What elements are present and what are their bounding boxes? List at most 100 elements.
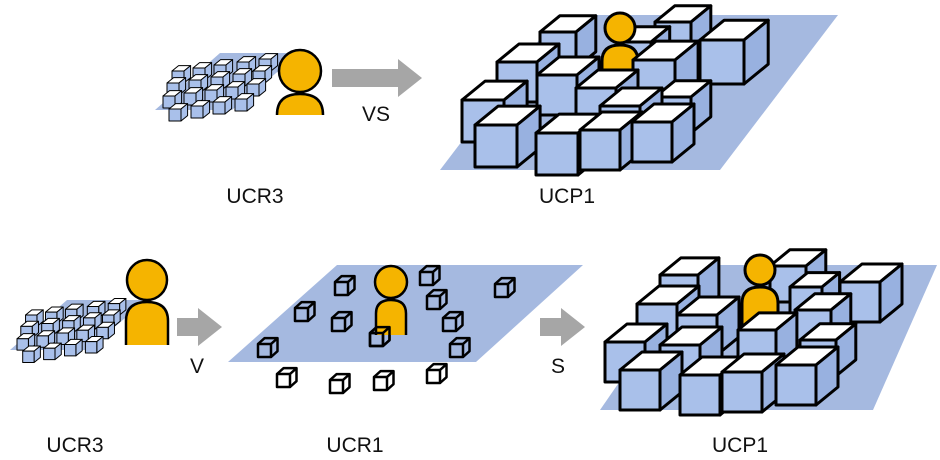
cube-front-face [425, 368, 442, 385]
cube-icon [168, 103, 189, 122]
cube-icon [246, 78, 267, 97]
cube-edge [382, 326, 391, 334]
cube-front-face [275, 372, 292, 389]
small-cube-icon [441, 310, 464, 333]
cube-front-face [535, 73, 579, 117]
cube-front-face [212, 101, 226, 115]
small-cube-icon [425, 288, 448, 311]
person-head [373, 264, 409, 300]
cube-front-face [36, 335, 49, 348]
cube-front-face [618, 368, 662, 412]
cube-icon [36, 330, 56, 348]
bottom-left-label: UCR3 [46, 434, 104, 457]
cube-front-face [448, 342, 465, 359]
cube-edge [307, 301, 316, 309]
cube-edge [455, 311, 464, 319]
cube-front-face [698, 38, 746, 86]
cube-icon [774, 345, 840, 407]
cube-icon [190, 100, 211, 119]
cube-icon [84, 335, 104, 354]
cube-edge [344, 311, 353, 319]
cube-front-face [333, 280, 350, 297]
person-body-outline [275, 92, 325, 116]
cube-front-face [493, 282, 510, 299]
cube-edge [439, 363, 448, 371]
cube-front-face [330, 316, 347, 333]
cube-front-face [720, 370, 764, 414]
person-icon [124, 258, 170, 345]
cube-front-face [328, 378, 345, 395]
cube-front-face [441, 316, 458, 333]
arrow-icon [332, 59, 422, 97]
person-head [277, 48, 323, 94]
small-cube-icon [448, 336, 471, 359]
small-cube-icon [425, 362, 448, 385]
cube-edge [347, 275, 356, 283]
small-cube-icon [368, 325, 391, 348]
cube-front-face [630, 120, 674, 164]
cube-front-face [578, 128, 622, 172]
small-cube-icon [293, 300, 316, 323]
person-icon [275, 48, 325, 116]
cube-front-face [293, 306, 310, 323]
person-body-outline [124, 300, 170, 345]
person-body-outline [740, 285, 780, 330]
cube-front-face [22, 350, 35, 364]
person-head [603, 11, 637, 45]
person-head [125, 258, 169, 302]
cube-front-face [256, 342, 273, 359]
arrow-icon [540, 308, 585, 346]
small-cube-icon [372, 369, 395, 392]
cube-front-face [64, 343, 77, 357]
cube-front-face [372, 375, 389, 392]
cube-front-face [473, 123, 519, 169]
cube-front-face [16, 338, 29, 351]
cube-icon [96, 321, 115, 340]
arrow-icon [177, 308, 222, 346]
cube-front-face [418, 270, 435, 287]
cube-icon [212, 96, 233, 115]
cube-front-face [168, 108, 182, 122]
cube-icon [22, 345, 41, 364]
cube-front-face [774, 363, 818, 407]
small-cube-icon [328, 372, 351, 395]
small-cube-icon [330, 310, 353, 333]
cube-front-face [43, 347, 56, 361]
cube-icon [102, 309, 121, 327]
cube-icon [43, 342, 62, 361]
small-cube-icon [418, 264, 441, 287]
cube-edge [342, 373, 351, 381]
cube-front-face [534, 131, 580, 177]
cube-icon [213, 59, 234, 78]
small-cube-icon [333, 274, 356, 297]
cube-front-face [56, 332, 69, 345]
cube-edge [507, 277, 516, 285]
cube-front-face [204, 89, 218, 103]
cube-front-face [368, 331, 385, 348]
cube-icon [698, 18, 770, 86]
person-body-outline [374, 298, 408, 335]
cube-edge [386, 370, 395, 378]
cube-front-face [84, 341, 98, 354]
cube-front-face [190, 105, 204, 119]
top-right-label: UCP1 [538, 185, 596, 208]
cube-front-face [425, 294, 442, 311]
person-head [743, 253, 777, 287]
bottom-middle-label: UCR1 [326, 434, 384, 457]
person-body [126, 302, 168, 345]
top-left-label: UCR3 [226, 185, 284, 208]
cube-edge [462, 337, 471, 345]
cube-icon [234, 93, 255, 112]
cube-front-face [234, 98, 248, 112]
bottom-right-label: UCP1 [711, 434, 769, 457]
cube-icon [64, 338, 83, 357]
bottom-arrow1-label: V [190, 355, 205, 378]
small-cube-icon [275, 366, 298, 389]
person-body [277, 94, 323, 115]
cube-front-face [678, 373, 722, 417]
top-arrow-label: VS [362, 103, 391, 126]
cube-icon [630, 102, 696, 164]
small-cube-icon [493, 276, 516, 299]
cube-icon [618, 350, 684, 412]
